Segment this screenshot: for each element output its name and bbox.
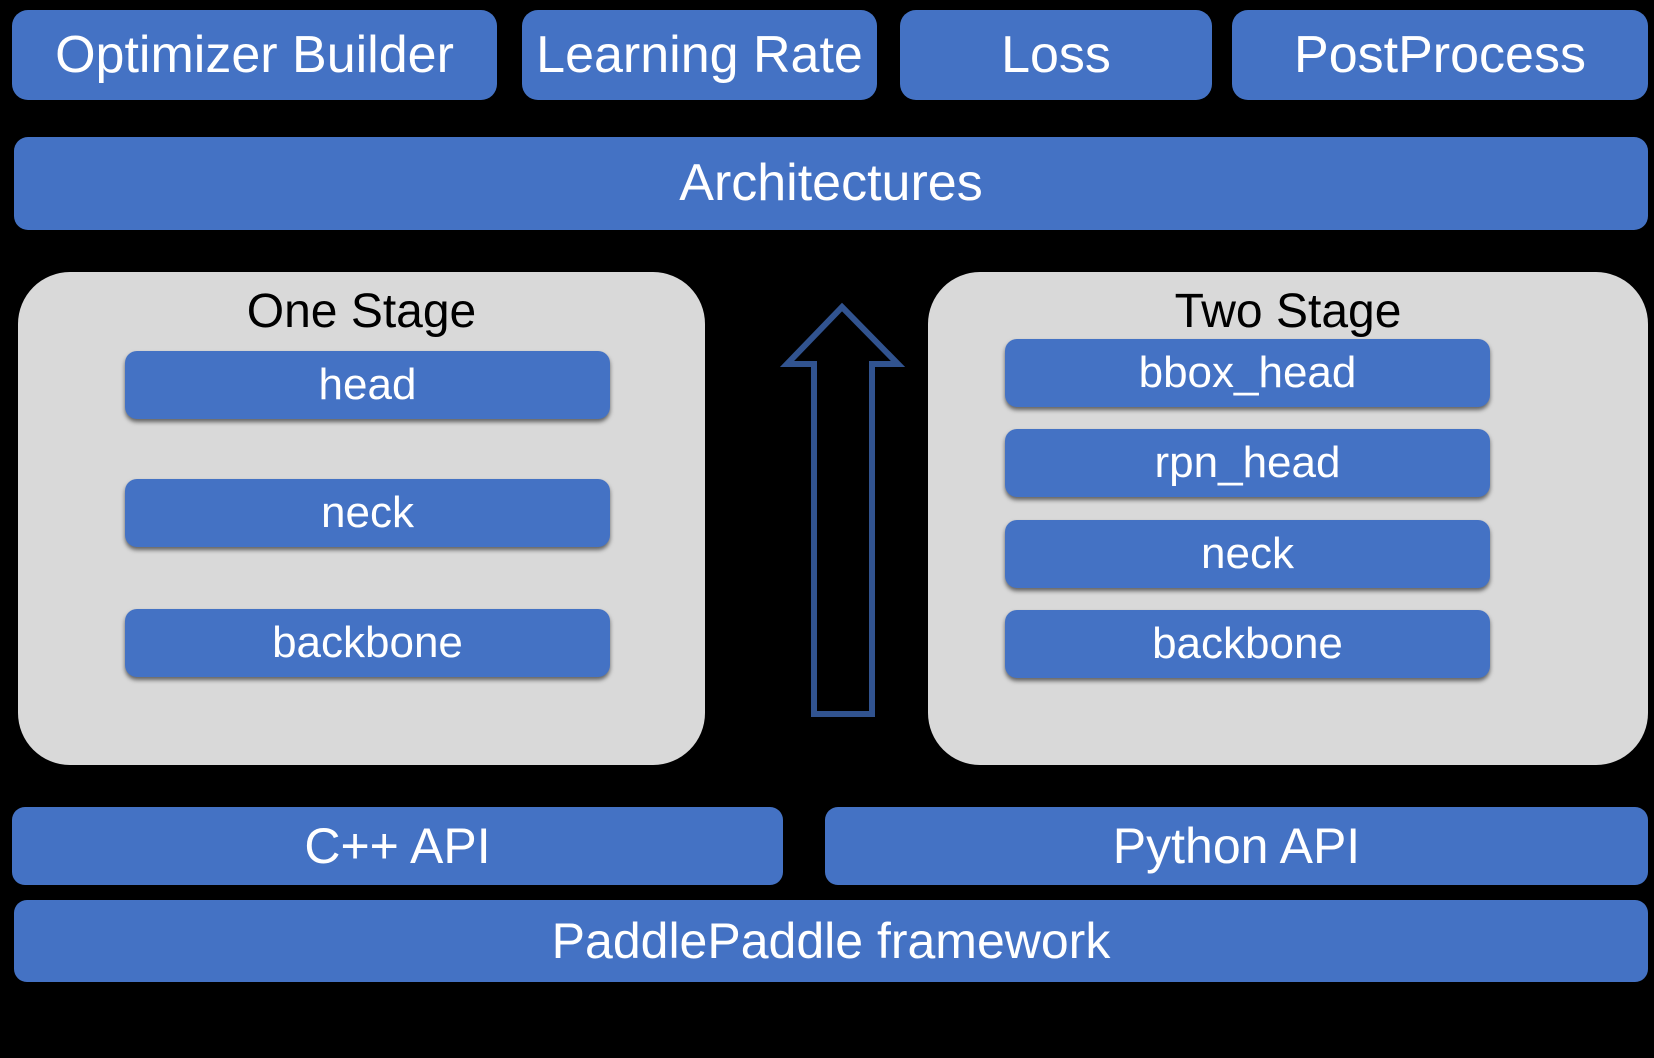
api-label: Python API — [1112, 817, 1361, 874]
framework-bar[interactable]: PaddlePaddle framework — [14, 900, 1648, 982]
arrow-up-svg — [779, 302, 906, 717]
stage-item-backbone[interactable]: backbone — [125, 609, 610, 677]
architectures-bar[interactable]: Architectures — [14, 137, 1648, 230]
stage-item-backbone[interactable]: backbone — [1005, 610, 1490, 678]
component-label: Loss — [1001, 25, 1111, 84]
stage-item-rpn-head[interactable]: rpn_head — [1005, 429, 1490, 497]
stage-title-one-stage: One Stage — [246, 285, 477, 338]
stage-item-label: backbone — [272, 617, 463, 667]
arrow-up-icon — [778, 280, 908, 725]
api-label: C++ API — [304, 817, 491, 874]
stage-item-neck[interactable]: neck — [125, 479, 610, 547]
stage-item-label: bbox_head — [1138, 347, 1357, 397]
stage-panel-one-stage: One Stage head neck backbone — [18, 272, 705, 765]
stage-item-label: rpn_head — [1154, 437, 1341, 487]
stage-title-two-stage: Two Stage — [1174, 285, 1402, 338]
stage-item-label: neck — [321, 487, 414, 537]
api-box-python[interactable]: Python API — [825, 807, 1648, 885]
stage-item-label: neck — [1201, 528, 1294, 578]
stage-item-neck[interactable]: neck — [1005, 520, 1490, 588]
stage-item-label: backbone — [1152, 618, 1343, 668]
component-label: PostProcess — [1294, 25, 1586, 84]
component-label: Learning Rate — [536, 25, 863, 84]
component-box-optimizer-builder[interactable]: Optimizer Builder — [12, 10, 497, 100]
stage-panel-two-stage: Two Stage bbox_head rpn_head neck backbo… — [928, 272, 1648, 765]
component-label: Optimizer Builder — [55, 25, 454, 84]
stage-item-bbox-head[interactable]: bbox_head — [1005, 339, 1490, 407]
framework-label: PaddlePaddle framework — [551, 912, 1111, 969]
api-box-cpp[interactable]: C++ API — [12, 807, 783, 885]
component-box-loss[interactable]: Loss — [900, 10, 1212, 100]
component-box-learning-rate[interactable]: Learning Rate — [522, 10, 877, 100]
stage-item-head[interactable]: head — [125, 351, 610, 419]
architectures-label: Architectures — [679, 154, 983, 213]
component-box-postprocess[interactable]: PostProcess — [1232, 10, 1648, 100]
stage-item-label: head — [318, 359, 417, 409]
